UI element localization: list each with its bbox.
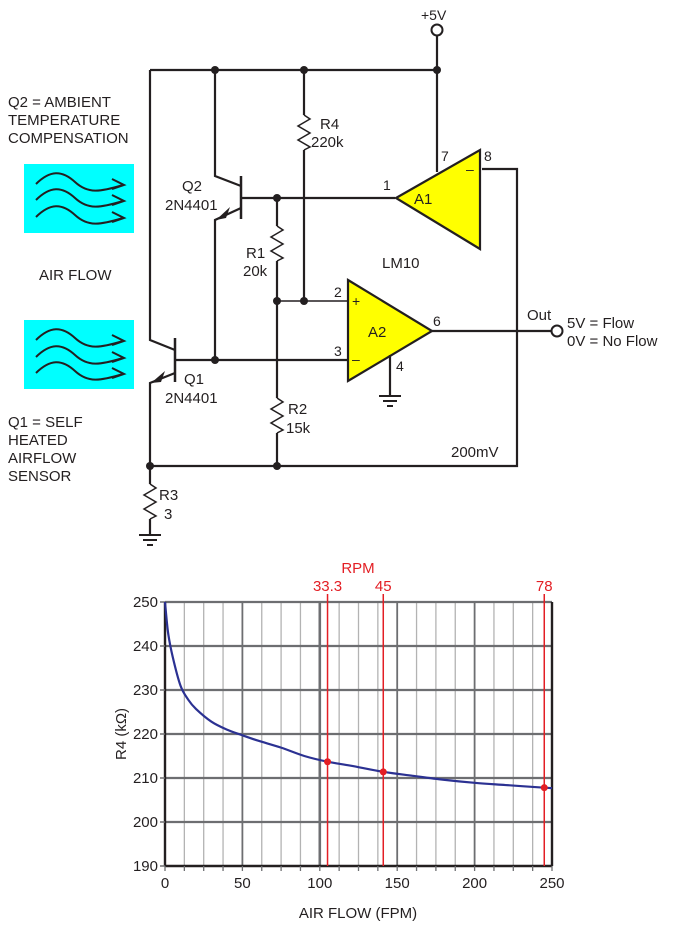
rpm-axis-label: RPM bbox=[341, 560, 374, 577]
r4-name: R4 bbox=[320, 116, 339, 133]
r1-value: 20k bbox=[243, 263, 268, 280]
q1-note-line1: Q1 = SELF bbox=[8, 414, 83, 431]
ic-label: LM10 bbox=[382, 255, 420, 272]
x-tick-label: 100 bbox=[307, 875, 332, 892]
node-dot bbox=[211, 356, 219, 364]
supply-terminal bbox=[430, 23, 444, 37]
q1-note-line4: SENSOR bbox=[8, 468, 72, 485]
x-tick-label: 0 bbox=[161, 875, 169, 892]
r3-name: R3 bbox=[159, 487, 178, 504]
y-axis-label: R4 (kΩ) bbox=[113, 708, 130, 760]
airflow-icon-top bbox=[24, 164, 134, 233]
r4-vs-airflow-chart: 0 50 100 150 200 250 190 200 210 220 230 240 250 33.3… bbox=[113, 560, 565, 922]
data-point-marker bbox=[379, 768, 387, 776]
out-state-noflow: 0V = No Flow bbox=[567, 333, 658, 350]
axes bbox=[160, 601, 554, 871]
a1-minus-sign: – bbox=[466, 161, 474, 177]
rpm-tick-label: 33.3 bbox=[313, 578, 342, 595]
y-tick-label: 230 bbox=[133, 682, 158, 699]
a2-pin-minus: 3 bbox=[334, 343, 342, 359]
grid-major bbox=[165, 600, 552, 866]
series-line bbox=[163, 601, 553, 790]
a2-pin-out: 6 bbox=[433, 313, 441, 329]
out-state-flow: 5V = Flow bbox=[567, 315, 634, 332]
a2-plus-sign: + bbox=[352, 293, 360, 309]
wire-q1-collector bbox=[148, 70, 176, 352]
y-tick-label: 200 bbox=[133, 814, 158, 831]
node-dot bbox=[433, 66, 441, 74]
opamp-a1 bbox=[393, 148, 482, 251]
q2-note-line1: Q2 = AMBIENT bbox=[8, 94, 111, 111]
y-tick-label: 210 bbox=[133, 770, 158, 787]
x-tick-label: 200 bbox=[462, 875, 487, 892]
y-tick-label: 190 bbox=[133, 858, 158, 875]
a2-name: A2 bbox=[368, 324, 386, 341]
ground-icon bbox=[379, 395, 401, 407]
air-flow-label: AIR FLOW bbox=[39, 267, 112, 284]
y-tick-label: 240 bbox=[133, 638, 158, 655]
q1-emitter-arrow-icon bbox=[151, 371, 165, 383]
wire-q2-collector bbox=[213, 70, 242, 188]
tick-labels: 0 50 100 150 200 250 190 200 210 220 230 240 250 33.3… bbox=[133, 578, 565, 892]
x-tick-label: 250 bbox=[539, 875, 564, 892]
y-tick-label: 250 bbox=[133, 594, 158, 611]
q2-name: Q2 bbox=[182, 178, 202, 195]
a2-minus-sign: – bbox=[352, 351, 360, 367]
q2-note-line3: COMPENSATION bbox=[8, 130, 129, 147]
x-tick-label: 150 bbox=[385, 875, 410, 892]
q2-part: 2N4401 bbox=[165, 197, 218, 214]
airflow-icon-bottom bbox=[24, 320, 134, 389]
rpm-tick-label: 45 bbox=[375, 578, 392, 595]
q1-part: 2N4401 bbox=[165, 390, 218, 407]
node-dot bbox=[273, 297, 281, 305]
q2-note-line2: TEMPERATURE bbox=[8, 112, 120, 129]
r2-resistor bbox=[269, 397, 285, 434]
a1-pin-out: 8 bbox=[484, 148, 492, 164]
ref-voltage-label: 200mV bbox=[451, 444, 499, 461]
x-tick-label: 50 bbox=[234, 875, 251, 892]
q1-name: Q1 bbox=[184, 371, 204, 388]
wire-bottom-rail bbox=[150, 167, 519, 468]
r4-value: 220k bbox=[311, 134, 344, 151]
a1-name: A1 bbox=[414, 191, 432, 208]
supply-label: +5V bbox=[421, 7, 447, 23]
a1-pin-in: 1 bbox=[383, 177, 391, 193]
x-axis-label: AIR FLOW (FPM) bbox=[299, 905, 417, 922]
y-tick-label: 220 bbox=[133, 726, 158, 743]
r1-resistor bbox=[269, 225, 285, 262]
out-label: Out bbox=[527, 307, 552, 324]
a1-pin-supply: 7 bbox=[441, 148, 449, 164]
series bbox=[163, 601, 553, 790]
wire-q2-emitter bbox=[213, 207, 242, 360]
rpm-lines bbox=[326, 594, 546, 866]
a2-pin-plus: 2 bbox=[334, 284, 342, 300]
q1-note-line3: AIRFLOW bbox=[8, 450, 77, 467]
r3-resistor bbox=[142, 483, 158, 520]
wire-q1-emitter bbox=[148, 371, 176, 466]
r4-resistor bbox=[296, 114, 312, 151]
a2-pin-gnd: 4 bbox=[396, 358, 404, 374]
data-point-marker bbox=[324, 758, 332, 766]
r3-value: 3 bbox=[164, 506, 172, 523]
r2-name: R2 bbox=[288, 401, 307, 418]
data-point-marker bbox=[540, 784, 548, 792]
q2-emitter-arrow-icon bbox=[216, 207, 230, 220]
q1-note-line2: HEATED bbox=[8, 432, 68, 449]
markers bbox=[324, 758, 548, 792]
ground-icon bbox=[139, 534, 161, 546]
node-dot bbox=[300, 297, 308, 305]
output-terminal bbox=[550, 324, 564, 338]
r2-value: 15k bbox=[286, 420, 311, 437]
r1-name: R1 bbox=[246, 245, 265, 262]
node-dot bbox=[273, 462, 281, 470]
circuit-diagram: +5V Q2 2N4401 R4 220k R1 20k bbox=[8, 7, 658, 546]
rpm-tick-label: 78 bbox=[536, 578, 553, 595]
